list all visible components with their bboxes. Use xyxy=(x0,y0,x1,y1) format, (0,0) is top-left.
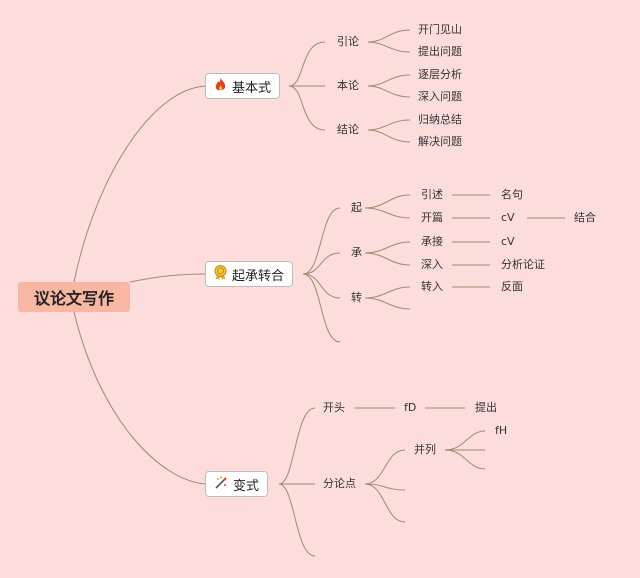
topic-body[interactable]: 本论 xyxy=(337,79,359,92)
topic-conclusion[interactable]: 结论 xyxy=(337,123,359,136)
topic-opening[interactable]: 开头 xyxy=(323,401,345,414)
leaf[interactable]: 开门见山 xyxy=(418,23,462,36)
leaf[interactable]: 承接 xyxy=(421,235,443,248)
leaf[interactable]: 归纳总结 xyxy=(418,113,462,126)
leaf[interactable]: 提出 xyxy=(475,401,497,414)
medal-icon xyxy=(214,265,227,283)
branch-qi-cheng-zhuan-he[interactable]: 起承转合 xyxy=(205,261,294,287)
leaf[interactable]: 深入 xyxy=(421,258,443,271)
topic-sub-arguments[interactable]: 分论点 xyxy=(323,477,356,490)
leaf[interactable]: 名句 xyxy=(501,188,523,201)
topic-cheng[interactable]: 承 xyxy=(351,246,362,259)
branch-title: 起承转合 xyxy=(232,268,285,284)
topic-qi[interactable]: 起 xyxy=(351,201,362,214)
leaf[interactable]: 逐层分析 xyxy=(418,68,462,81)
leaf[interactable]: cV xyxy=(501,211,515,224)
leaf[interactable]: cV xyxy=(501,235,515,248)
topic-parallel[interactable]: 并列 xyxy=(414,443,436,456)
leaf[interactable]: 开篇 xyxy=(421,211,443,224)
leaf[interactable]: 提出问题 xyxy=(418,45,462,58)
flame-icon xyxy=(214,77,227,95)
branch-basic-form[interactable]: 基本式 xyxy=(205,73,281,99)
leaf[interactable]: 反面 xyxy=(501,280,523,293)
branch-title: 基本式 xyxy=(232,80,272,96)
topic-intro[interactable]: 引论 xyxy=(337,35,359,48)
leaf[interactable]: 结合 xyxy=(574,211,596,224)
branch-title: 变式 xyxy=(233,478,260,494)
leaf[interactable]: 引述 xyxy=(421,188,443,201)
leaf[interactable]: fH xyxy=(495,424,508,437)
leaf[interactable]: fD xyxy=(404,401,417,414)
magic-wand-icon xyxy=(214,476,228,493)
root-topic[interactable]: 议论文写作 xyxy=(18,282,130,312)
topic-zhuan[interactable]: 转 xyxy=(351,291,362,304)
leaf[interactable]: 分析论证 xyxy=(501,258,545,271)
leaf[interactable]: 深入问题 xyxy=(418,90,462,103)
branch-variant-form[interactable]: 变式 xyxy=(205,471,269,497)
leaf[interactable]: 转入 xyxy=(421,280,443,293)
leaf[interactable]: 解决问题 xyxy=(418,135,462,148)
